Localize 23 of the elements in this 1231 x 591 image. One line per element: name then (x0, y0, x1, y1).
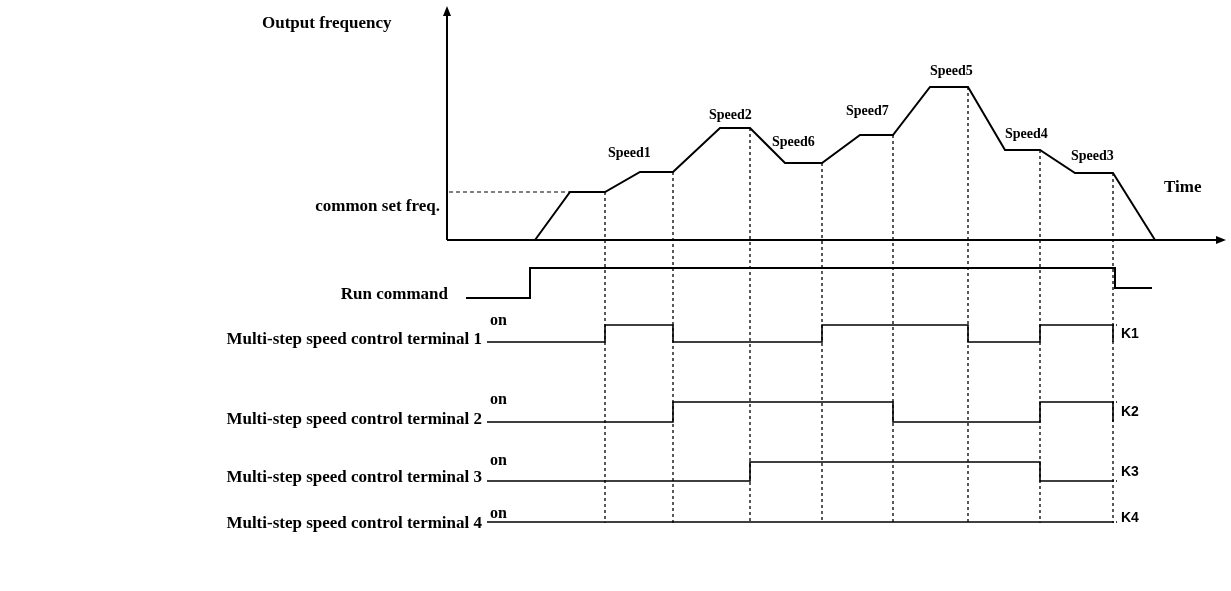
signal-label: Multi-step speed control terminal 3 (226, 468, 482, 485)
terminal-tag: K2 (1121, 404, 1139, 418)
signal-label: Multi-step speed control terminal 2 (226, 410, 482, 427)
state-label: on (490, 452, 507, 468)
terminal-tag: K1 (1121, 326, 1139, 340)
speed-label: Speed1 (608, 146, 651, 160)
state-label: on (490, 312, 507, 328)
speed-label: Speed4 (1005, 127, 1048, 141)
speed-label: Speed3 (1071, 149, 1114, 163)
level-label: common set freq. (315, 197, 440, 214)
axis-title: Output frequency (262, 14, 392, 31)
state-label: on (490, 391, 507, 407)
terminal-tag: K4 (1121, 510, 1139, 524)
terminal-tag: K3 (1121, 464, 1139, 478)
state-label: on (490, 505, 507, 521)
signal-label: Run command (340, 285, 448, 302)
speed-label: Speed2 (709, 108, 752, 122)
speed-label: Speed7 (846, 104, 889, 118)
signal-label: Multi-step speed control terminal 1 (226, 330, 482, 347)
axis-title: Time (1164, 178, 1202, 195)
speed-label: Speed6 (772, 135, 815, 149)
signal-label: Multi-step speed control terminal 4 (226, 514, 482, 531)
speed-label: Speed5 (930, 64, 973, 78)
